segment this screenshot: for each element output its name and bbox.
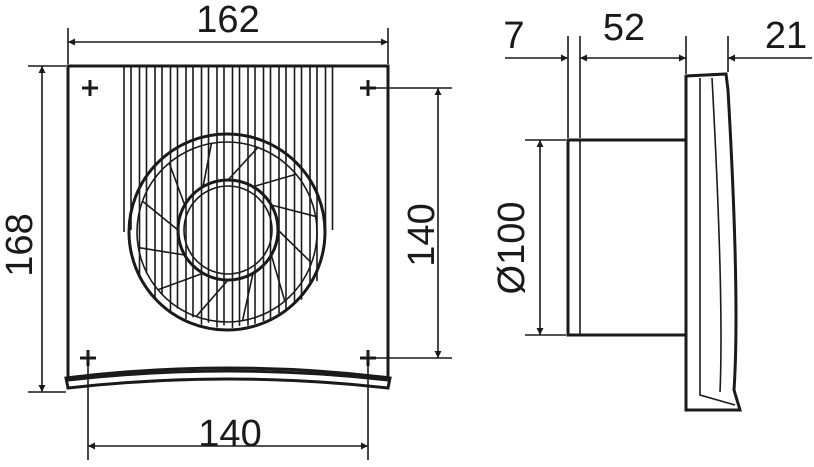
fan-blade bbox=[270, 254, 286, 302]
body-depth-label: 21 bbox=[765, 15, 807, 57]
fan-blades bbox=[138, 143, 316, 321]
fan-blade bbox=[168, 162, 186, 206]
grille-bar bbox=[138, 66, 148, 276]
width-label: 162 bbox=[196, 0, 259, 41]
grille-bar bbox=[262, 66, 272, 322]
side-view: 7 52 21 Ø100 bbox=[491, 7, 812, 412]
grille-bar bbox=[247, 66, 256, 326]
grille-bars bbox=[123, 66, 334, 328]
grille-bar bbox=[216, 66, 225, 328]
spigot-offset-label: 7 bbox=[503, 15, 524, 57]
grille-bar bbox=[231, 66, 241, 328]
grille-bar bbox=[324, 66, 334, 232]
fan-blade bbox=[227, 146, 259, 181]
grille-bar bbox=[154, 66, 163, 298]
spigot-length-label: 52 bbox=[603, 7, 645, 49]
fan-blade bbox=[277, 229, 313, 264]
grille-bar bbox=[278, 66, 287, 314]
body-flange bbox=[684, 72, 743, 412]
fan-ring-inner bbox=[136, 141, 318, 323]
grille-bar bbox=[200, 66, 210, 325]
fan-blade bbox=[241, 273, 254, 321]
grille-bar bbox=[123, 66, 132, 232]
vertical-hole-spacing-label: 140 bbox=[401, 203, 443, 266]
front-panel-bottom-edge bbox=[64, 366, 392, 390]
duct-spigot bbox=[566, 138, 686, 337]
fan-blade bbox=[271, 204, 316, 218]
fan-blade bbox=[141, 200, 179, 231]
fan-blade bbox=[195, 279, 229, 318]
grille-bar bbox=[169, 66, 179, 311]
fan-ring-outer bbox=[127, 132, 327, 332]
fan-blade bbox=[157, 272, 204, 291]
horizontal-hole-spacing-label: 140 bbox=[198, 413, 261, 455]
front-panel-outline bbox=[66, 64, 390, 382]
grille-bar bbox=[309, 66, 318, 284]
duct-diameter-label: Ø100 bbox=[491, 202, 533, 295]
height-label: 168 bbox=[0, 213, 41, 276]
fan-blade bbox=[202, 143, 213, 187]
fan-blade bbox=[252, 173, 297, 188]
fan-blade bbox=[138, 246, 185, 256]
grille-bar bbox=[185, 66, 194, 320]
front-view: 162 168 140 140 bbox=[0, 0, 452, 460]
grille-bar bbox=[293, 66, 303, 302]
fan-hub-inner bbox=[183, 185, 273, 275]
